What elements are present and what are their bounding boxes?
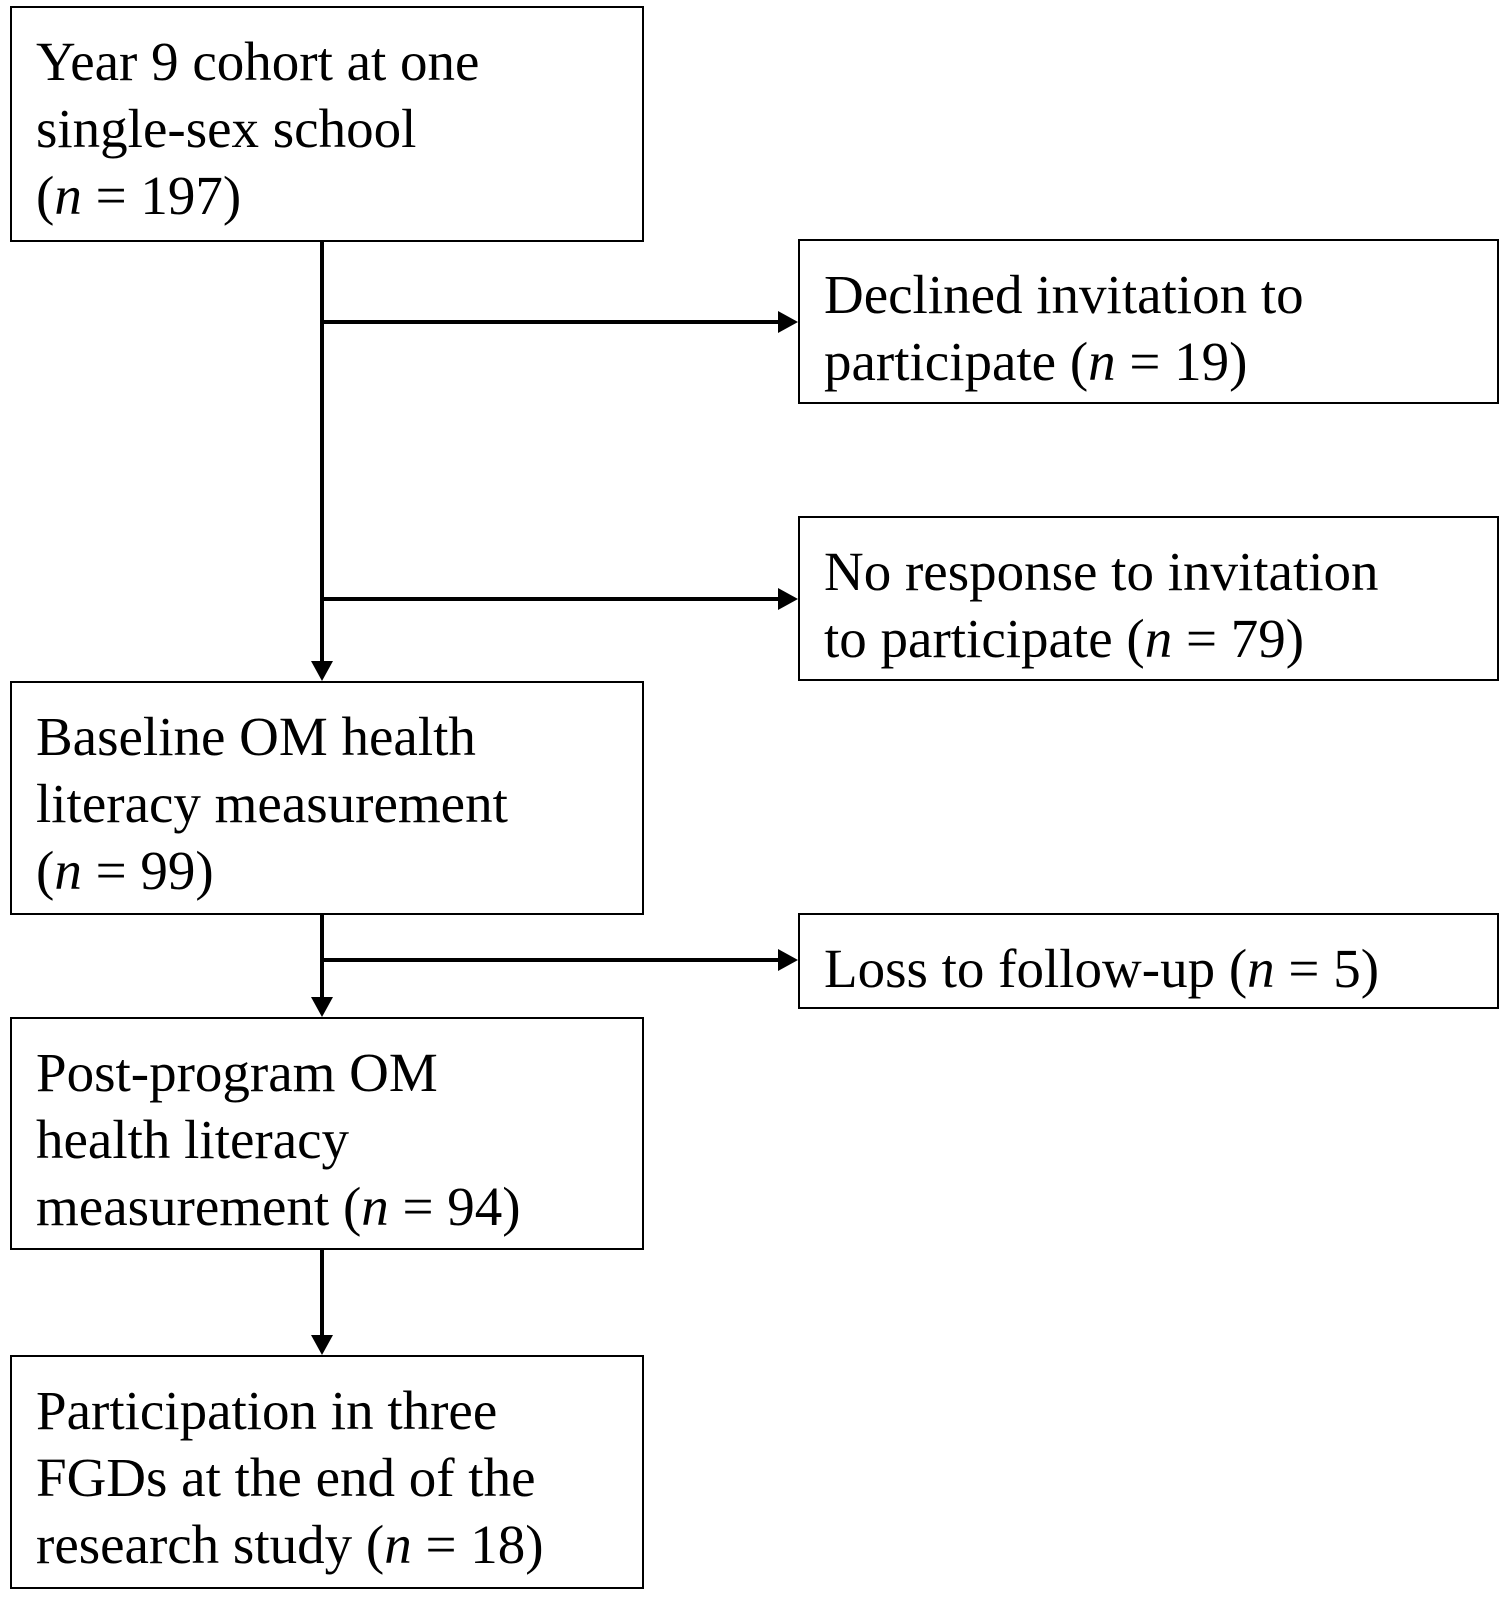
cohort-line2: single-sex school <box>36 98 417 159</box>
fgd-n-var: n <box>384 1514 412 1575</box>
post-line2: health literacy <box>36 1109 350 1170</box>
post-line3: measurement (n = 94) <box>36 1173 618 1240</box>
fgd-line3: research study (n = 18) <box>36 1511 618 1578</box>
post-n-value: = 94) <box>388 1176 521 1237</box>
arrowhead-no-response <box>778 588 798 610</box>
box-year9-cohort: Year 9 cohort at one single-sex school (… <box>10 6 644 242</box>
cohort-line1: Year 9 cohort at one <box>36 31 480 92</box>
fgd-line1: Participation in three <box>36 1380 498 1441</box>
baseline-n-var: n <box>54 840 82 901</box>
post-line1: Post-program OM <box>36 1042 438 1103</box>
noresp-line1: No response to invitation <box>824 541 1379 602</box>
fgd-n-value: = 18) <box>411 1514 544 1575</box>
box-declined-invitation: Declined invitation to participate (n = … <box>798 239 1499 404</box>
fgd-line2: FGDs at the end of the <box>36 1447 536 1508</box>
loss-line1: Loss to follow-up (n = 5) <box>824 935 1473 1002</box>
baseline-line1: Baseline OM health <box>36 706 476 767</box>
baseline-paren: ( <box>36 840 55 901</box>
arrowhead-baseline <box>311 661 333 681</box>
declined-n-value: = 19) <box>1115 331 1248 392</box>
cohort-n-value: = 197) <box>81 165 242 226</box>
box-no-response: No response to invitation to participate… <box>798 516 1499 681</box>
cohort-paren: ( <box>36 165 55 226</box>
box-baseline-measurement: Baseline OM health literacy measurement … <box>10 681 644 915</box>
noresp-n-value: = 79) <box>1172 608 1305 669</box>
declined-n-var: n <box>1088 331 1116 392</box>
baseline-line2: literacy measurement <box>36 773 508 834</box>
noresp-line2: to participate (n = 79) <box>824 605 1473 672</box>
noresp-line2-text: to participate ( <box>824 608 1145 669</box>
cohort-count: (n = 197) <box>36 162 618 229</box>
arrowhead-declined <box>778 311 798 333</box>
arrowhead-fgd <box>311 1335 333 1355</box>
arrowhead-post <box>311 997 333 1017</box>
cohort-n-var: n <box>54 165 82 226</box>
baseline-n-value: = 99) <box>81 840 214 901</box>
declined-line1: Declined invitation to <box>824 264 1304 325</box>
post-line3-text: measurement ( <box>36 1176 362 1237</box>
loss-n-value: = 5) <box>1274 938 1380 999</box>
declined-line2: participate (n = 19) <box>824 328 1473 395</box>
fgd-line3-text: research study ( <box>36 1514 385 1575</box>
box-loss-to-follow-up: Loss to follow-up (n = 5) <box>798 913 1499 1009</box>
box-post-program-measurement: Post-program OM health literacy measurem… <box>10 1017 644 1250</box>
declined-line2-text: participate ( <box>824 331 1089 392</box>
loss-n-var: n <box>1247 938 1275 999</box>
arrowhead-loss <box>778 949 798 971</box>
loss-line1-text: Loss to follow-up ( <box>824 938 1248 999</box>
post-n-var: n <box>361 1176 389 1237</box>
noresp-n-var: n <box>1144 608 1173 669</box>
box-fgd-participation: Participation in three FGDs at the end o… <box>10 1355 644 1589</box>
baseline-count: (n = 99) <box>36 837 618 904</box>
